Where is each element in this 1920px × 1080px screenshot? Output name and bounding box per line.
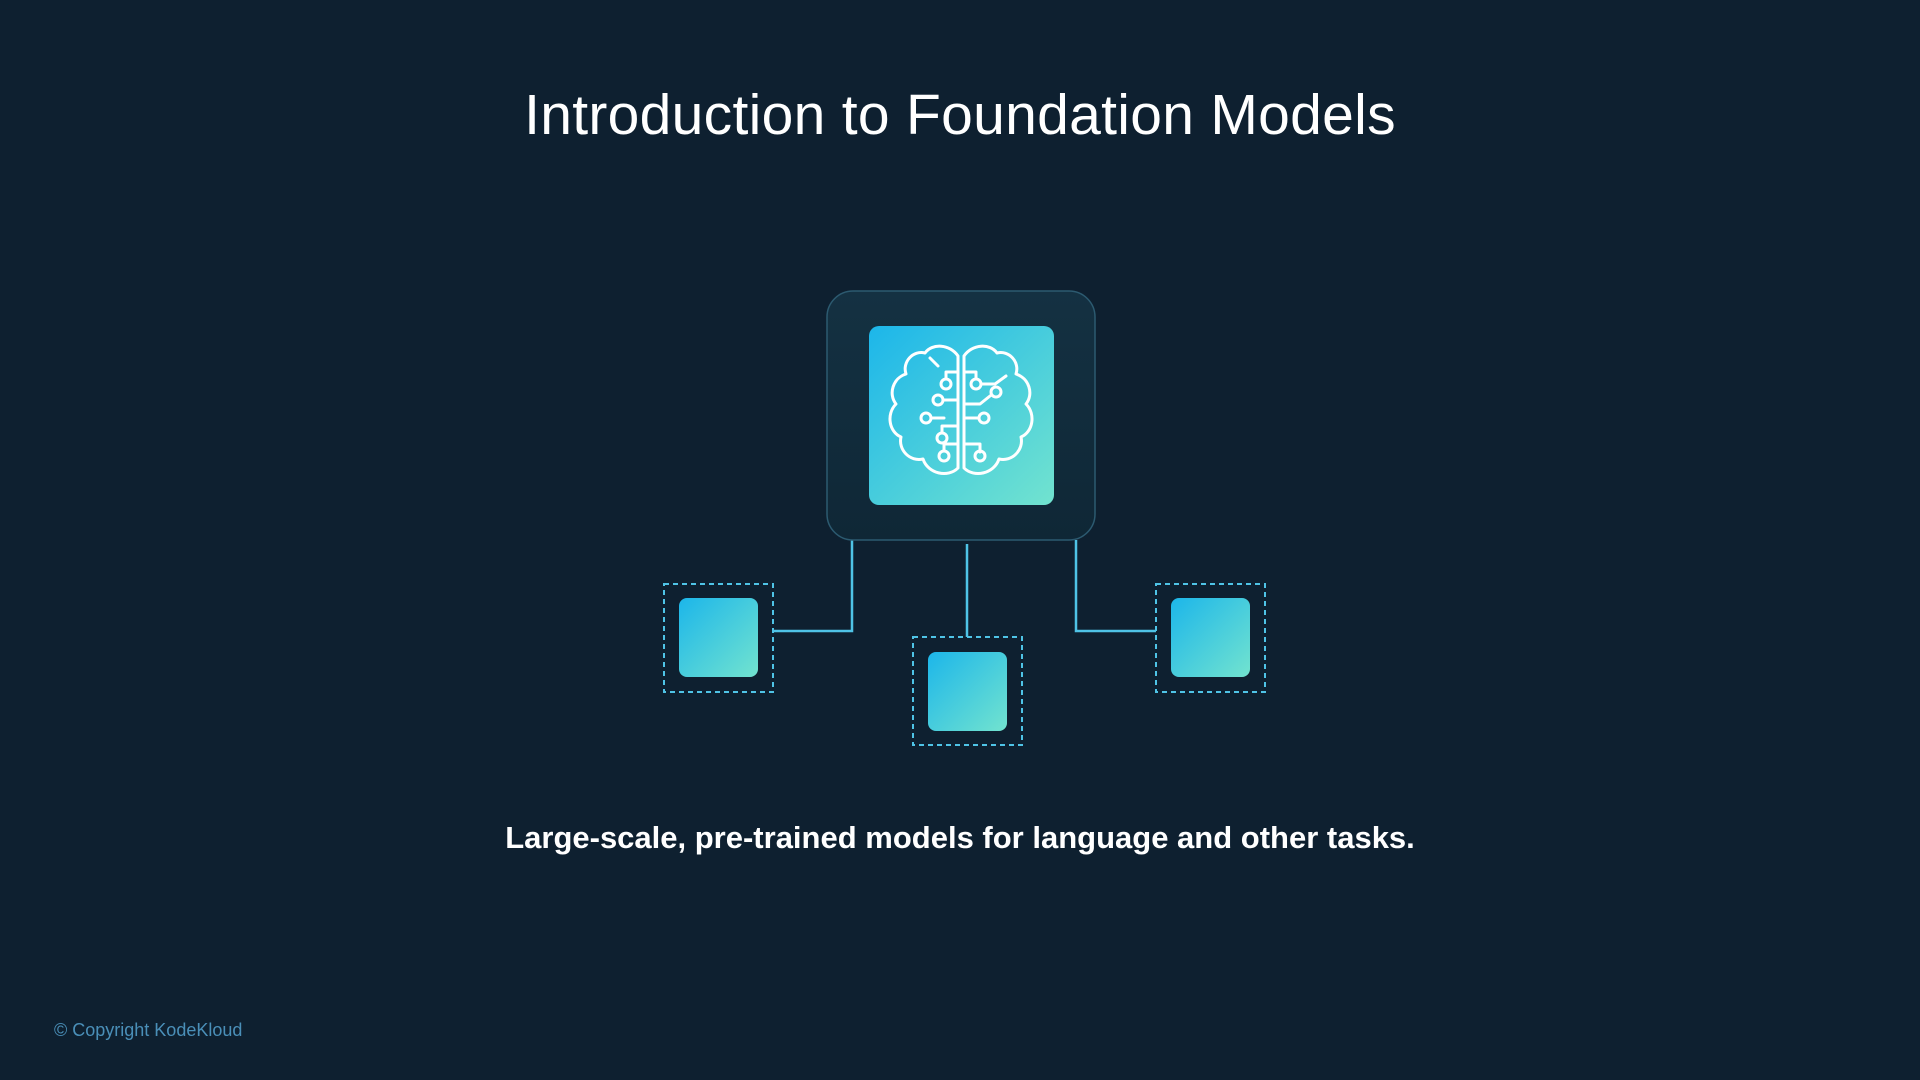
child-node-left [663,583,774,693]
copyright-notice: © Copyright KodeKloud [54,1020,243,1040]
connector-left [773,540,854,633]
child-node-center [912,636,1023,746]
central-model-tile [869,326,1054,505]
brain-circuit-icon [888,344,1034,475]
connector-right [1074,540,1156,633]
slide-subtitle: Large-scale, pre-trained models for lang… [505,820,1415,855]
child-node-right [1155,583,1266,693]
connector-lines [773,540,1156,637]
page-title: Introduction to Foundation Models [524,83,1396,147]
